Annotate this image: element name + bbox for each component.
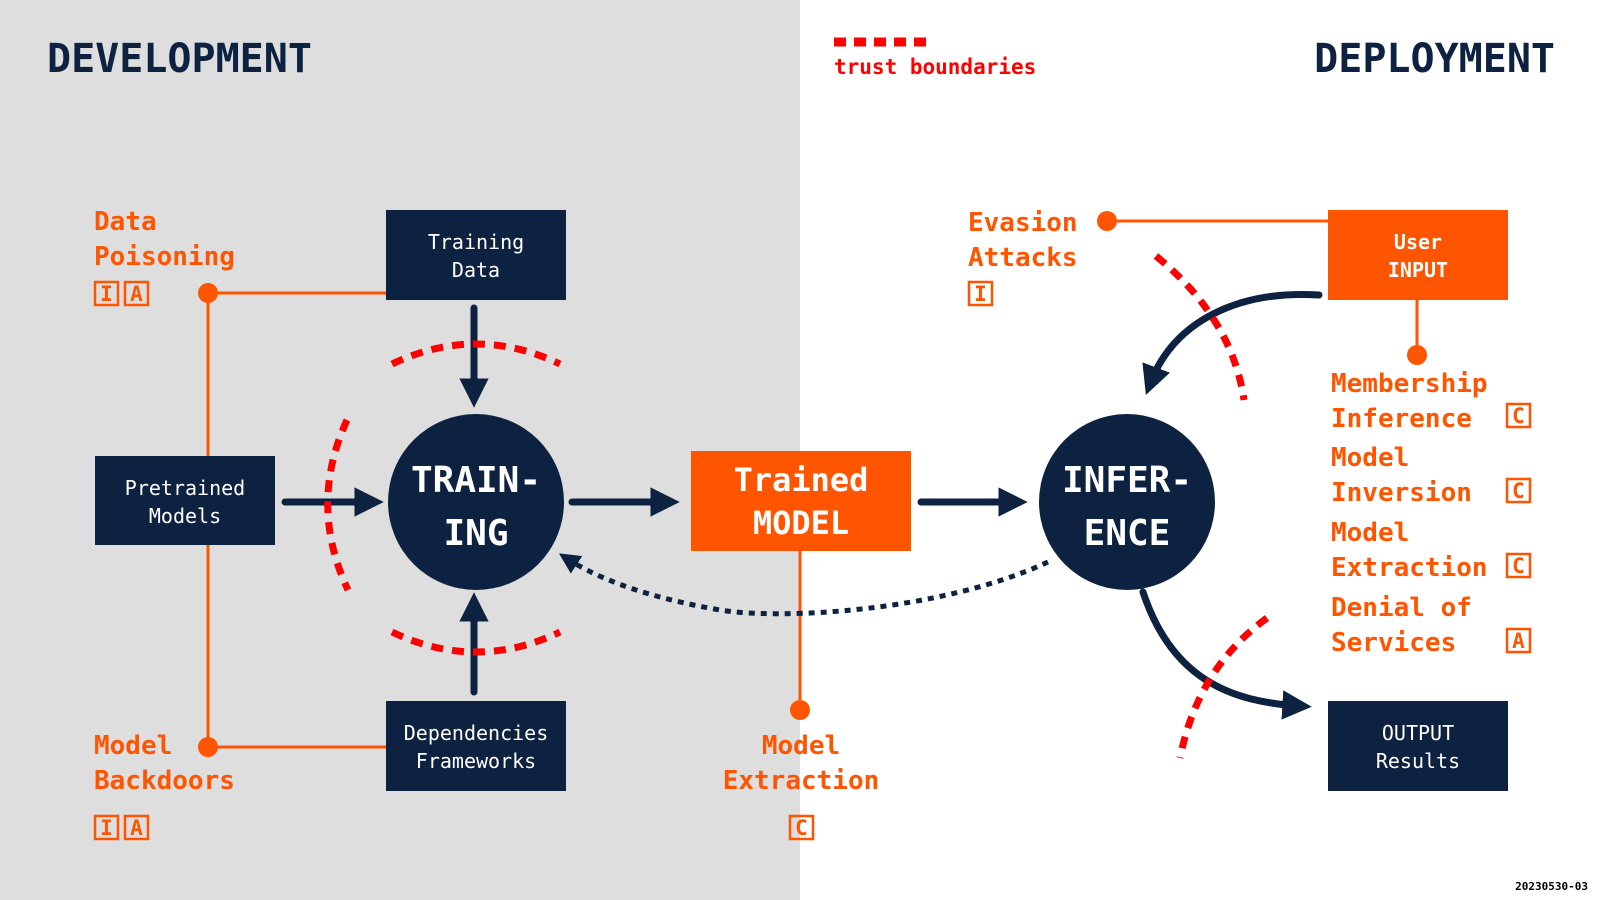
- deployment-heading: DEPLOYMENT: [1314, 36, 1555, 82]
- pretrained-models-label-1: Pretrained: [125, 476, 245, 500]
- legend: trust boundaries: [834, 37, 1036, 79]
- training-circle: TRAIN- ING: [388, 414, 564, 590]
- dependencies-label-1: Dependencies: [404, 721, 549, 745]
- model-extraction-badge-c: C: [1512, 554, 1525, 578]
- trust-boundaries-label: trust boundaries: [834, 55, 1036, 79]
- model-inversion-badge-c: C: [1512, 479, 1525, 503]
- trust-boundary-top: [390, 340, 562, 368]
- dependencies-frameworks-box: Dependencies Frameworks: [386, 701, 566, 791]
- model-inversion-badge-c-box: [1505, 477, 1532, 504]
- membership-inference-badge-c-box: [1505, 402, 1532, 429]
- evasion-attacks-label-1: Evasion: [968, 208, 1078, 238]
- training-data-box: Training Data: [386, 210, 566, 300]
- trust-boundary-bottom: [390, 628, 562, 656]
- model-extraction-badge-c-box: [1505, 552, 1532, 579]
- model-extraction-dev-label-1: Model: [762, 731, 840, 761]
- data-poisoning-label-2: Poisoning: [94, 242, 235, 272]
- model-backdoors-label-1: Model: [94, 731, 172, 761]
- inference-label-1: INFER-: [1062, 460, 1192, 501]
- denial-of-services-badge-a-box: [1505, 627, 1532, 654]
- model-extraction-dev-badge-c: C: [795, 816, 808, 840]
- data-poisoning-badge-a: A: [130, 282, 143, 306]
- arrow-input-to-inference: [1142, 290, 1323, 396]
- data-poisoning-label-1: Data: [94, 207, 157, 237]
- data-poisoning-badge-i-box: [93, 280, 120, 307]
- data-poisoning-attack: Data Poisoning I A: [93, 207, 235, 307]
- user-input-attack-dot: [1407, 345, 1427, 365]
- trust-boundary-left: [324, 418, 352, 592]
- trust-boundary-evasion: [1153, 253, 1248, 401]
- training-label-1: TRAIN-: [411, 460, 541, 501]
- data-poisoning-dot: [198, 283, 218, 303]
- model-inversion-label-1: Model: [1331, 443, 1409, 473]
- inference-circle: INFER- ENCE: [1039, 414, 1215, 590]
- denial-of-services-label-2: Services: [1331, 628, 1456, 658]
- development-heading: DEVELOPMENT: [47, 36, 312, 82]
- model-backdoors-dot: [198, 737, 218, 757]
- pretrained-models-box: Pretrained Models: [95, 456, 275, 545]
- model-backdoors-badge-i: I: [100, 816, 113, 840]
- user-input-label-1: User: [1394, 230, 1442, 254]
- training-data-label-1: Training: [428, 230, 524, 254]
- trained-model-label-1: Trained: [734, 461, 869, 499]
- evasion-attacks-dot: [1097, 211, 1117, 231]
- model-extraction-dev-badge-c-box: [788, 814, 815, 841]
- output-label-1: OUTPUT: [1382, 721, 1454, 745]
- feedback-arrow-inference-to-training: [558, 553, 1050, 617]
- membership-inference-label-1: Membership: [1331, 369, 1488, 399]
- evasion-attacks-attack: Evasion Attacks I: [967, 208, 1078, 307]
- model-extraction-dev-dot: [790, 700, 810, 720]
- model-backdoors-label-2: Backdoors: [94, 766, 235, 796]
- trust-boundary-output: [1176, 615, 1270, 759]
- model-backdoors-badge-a: A: [130, 816, 143, 840]
- model-extraction-dev-attack: Model Extraction C: [723, 731, 880, 841]
- model-backdoors-badge-a-box: [123, 814, 150, 841]
- model-inversion-label-2: Inversion: [1331, 478, 1472, 508]
- model-extraction-dev-label-2: Extraction: [723, 766, 880, 796]
- data-poisoning-badge-i: I: [100, 282, 113, 306]
- training-data-label-2: Data: [452, 258, 500, 282]
- trust-boundaries: [324, 253, 1270, 759]
- trained-model-box: Trained MODEL: [691, 451, 911, 551]
- denial-of-services-label-1: Denial of: [1331, 593, 1472, 623]
- user-input-label-2: INPUT: [1388, 258, 1448, 282]
- evasion-attacks-label-2: Attacks: [968, 243, 1078, 273]
- model-backdoors-attack: Model Backdoors I A: [93, 731, 235, 841]
- arrow-inference-to-output: [1139, 588, 1312, 720]
- results-label-2: Results: [1376, 749, 1460, 773]
- model-backdoors-badge-i-box: [93, 814, 120, 841]
- data-poisoning-badge-a-box: [123, 280, 150, 307]
- denial-of-services-attack: Denial of Services A: [1331, 593, 1532, 658]
- pretrained-models-label-2: Models: [149, 504, 221, 528]
- frameworks-label-2: Frameworks: [416, 749, 536, 773]
- model-extraction-attack: Model Extraction C: [1331, 518, 1532, 583]
- trained-model-label-2: MODEL: [753, 504, 849, 542]
- evasion-attacks-badge-i-box: [967, 280, 994, 307]
- inference-label-2: ENCE: [1084, 513, 1171, 554]
- user-input-box: User INPUT: [1328, 210, 1508, 300]
- attack-connector-dots: [198, 211, 1427, 757]
- denial-of-services-badge-a: A: [1512, 629, 1525, 653]
- membership-inference-badge-c: C: [1512, 404, 1525, 428]
- membership-inference-attack: Membership Inference C: [1331, 369, 1532, 434]
- training-label-2: ING: [443, 513, 508, 554]
- model-extraction-label-1: Model: [1331, 518, 1409, 548]
- model-inversion-attack: Model Inversion C: [1331, 443, 1532, 508]
- model-extraction-label-2: Extraction: [1331, 553, 1488, 583]
- output-results-box: OUTPUT Results: [1328, 701, 1508, 791]
- evasion-attacks-badge-i: I: [974, 282, 987, 306]
- membership-inference-label-2: Inference: [1331, 404, 1472, 434]
- version-stamp: 20230530-03: [1515, 880, 1588, 893]
